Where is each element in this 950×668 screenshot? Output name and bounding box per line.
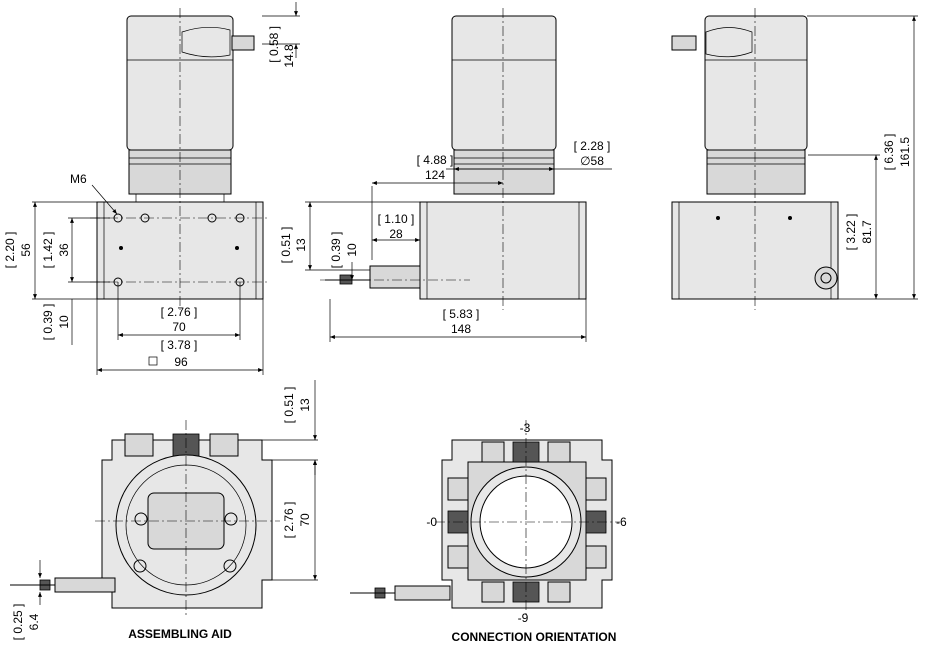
aid-wire-guide (54, 577, 116, 593)
side-view: [ 4.88 ] 124 [ 2.28 ] ∅58 [ 1.10 ] 28 [ … (279, 8, 612, 342)
dim-exit-offset-in: [ 1.10 ] (378, 212, 415, 226)
dim-diameter-mm: ∅58 (580, 154, 604, 168)
dim-holes-in: [ 1.42 ] (41, 232, 55, 269)
connection-orientation-view: -3 -0 -6 -9 CONNECTION ORIENTATION (350, 420, 627, 644)
dim-total-height-in: [ 6.36 ] (882, 134, 896, 171)
aid-slot-2 (209, 433, 239, 457)
dim-aid-top-mm: 13 (298, 398, 312, 412)
dim-diameter-in: [ 2.28 ] (574, 139, 611, 153)
dim-axis-height-in: [ 3.22 ] (844, 214, 858, 251)
dim-wire-height-in: [ 0.39 ] (329, 232, 343, 269)
rear-wire-exit (814, 266, 838, 290)
dim-side-top-mm: 13 (294, 238, 308, 252)
dim-axis-height-mm: 81.7 (860, 220, 874, 244)
dim-hole-span-mm: 70 (172, 320, 186, 334)
side-housing-neck (453, 149, 555, 195)
dim-head-in: [ 0.58 ] (267, 26, 281, 63)
dim-aid-wire-mm: 6.4 (27, 613, 41, 630)
dim-aid-span-mm: 70 (298, 513, 312, 527)
dim-hole-span-in: [ 2.76 ] (161, 305, 198, 319)
dim-aid-top-in: [ 0.51 ] (282, 387, 296, 424)
orient-right-label: -6 (616, 515, 627, 529)
orient-bottom-label: -9 (518, 611, 529, 625)
rear-housing-head (704, 15, 808, 151)
front-connector-plug (231, 35, 255, 51)
dim-height-mm: 56 (19, 243, 33, 257)
dim-holes-mm: 36 (57, 243, 71, 257)
dim-total-height-mm: 161.5 (898, 137, 912, 167)
connection-orientation-caption: CONNECTION ORIENTATION (452, 630, 617, 644)
assembling-aid-view: [ 0.51 ] 13 [ 2.76 ] 70 [ 0.25 ] 6.4 ASS… (10, 380, 318, 641)
aid-slot-1 (124, 433, 154, 457)
rear-connector-plug (671, 35, 697, 51)
dim-side-top-in: [ 0.51 ] (279, 227, 293, 264)
side-housing-head (451, 15, 557, 151)
dim-head-mm: 14.8 (282, 44, 296, 68)
orient-left-label: -0 (426, 515, 437, 529)
orient-wire-guide (394, 585, 451, 601)
dim-offset-in: [ 0.39 ] (41, 304, 55, 341)
dim-side-depth-in: [ 4.88 ] (417, 153, 454, 167)
dim-wire-height-mm: 10 (345, 243, 359, 257)
thread-label: M6 (70, 172, 87, 186)
dim-exit-offset-mm: 28 (389, 227, 403, 241)
rear-view: [ 6.36 ] 161.5 [ 3.22 ] 81.7 (671, 8, 918, 310)
rear-housing-neck (706, 149, 806, 195)
dim-aid-wire-in: [ 0.25 ] (11, 604, 25, 641)
connector-cover (181, 26, 231, 58)
dim-side-length-mm: 148 (451, 322, 471, 336)
orient-top-label: -3 (520, 421, 531, 435)
dim-aid-span-in: [ 2.76 ] (282, 502, 296, 539)
wire-exit-guide (369, 265, 421, 289)
orient-connectors (447, 441, 607, 603)
dim-width-in: [ 3.78 ] (161, 338, 198, 352)
dim-side-length-in: [ 5.83 ] (443, 307, 480, 321)
front-view: M6 [ 0.58 ] 14.8 [ 2.20 ] 56 [ 1.42 ] 36… (3, 2, 300, 375)
dim-width-mm: 96 (174, 355, 188, 369)
assembling-aid-caption: ASSEMBLING AID (128, 627, 232, 641)
dim-height-in: [ 2.20 ] (3, 232, 17, 269)
dim-offset-mm: 10 (57, 315, 71, 329)
dim-side-depth-mm: 124 (425, 168, 445, 182)
